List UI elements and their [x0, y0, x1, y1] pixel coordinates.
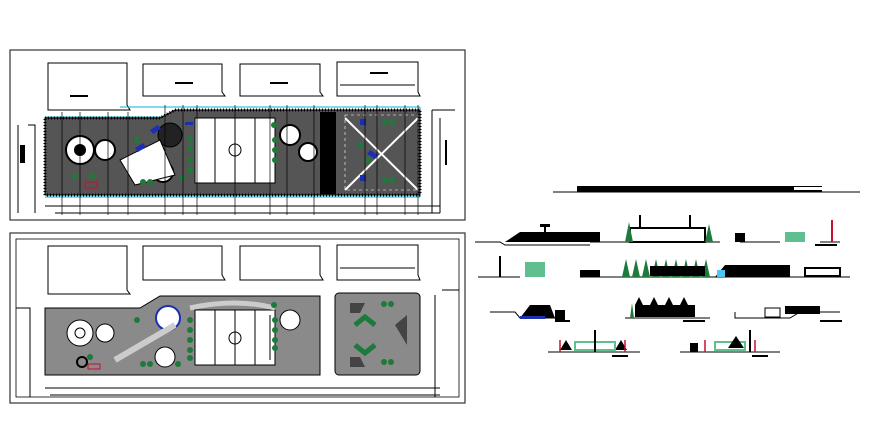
trees	[72, 119, 395, 185]
elevations-and-sections	[475, 186, 860, 357]
park-plan	[43, 108, 422, 197]
water-features	[135, 119, 378, 181]
section-4	[548, 330, 640, 357]
plan-frame-2	[9, 232, 466, 404]
plaza-block	[334, 292, 421, 376]
elevation-1	[553, 186, 860, 193]
grid-markers	[61, 105, 419, 215]
elevation-2	[475, 215, 840, 246]
surrounding-buildings	[17, 61, 455, 214]
section-3	[734, 306, 842, 322]
trees-2	[87, 301, 394, 367]
site-plan-simplified	[9, 232, 466, 404]
elevation-3	[478, 256, 850, 278]
plan-frame	[9, 49, 466, 221]
section-1	[490, 305, 570, 322]
site-plan-detailed	[9, 49, 466, 221]
section-5	[680, 330, 780, 357]
section-2	[625, 297, 710, 322]
